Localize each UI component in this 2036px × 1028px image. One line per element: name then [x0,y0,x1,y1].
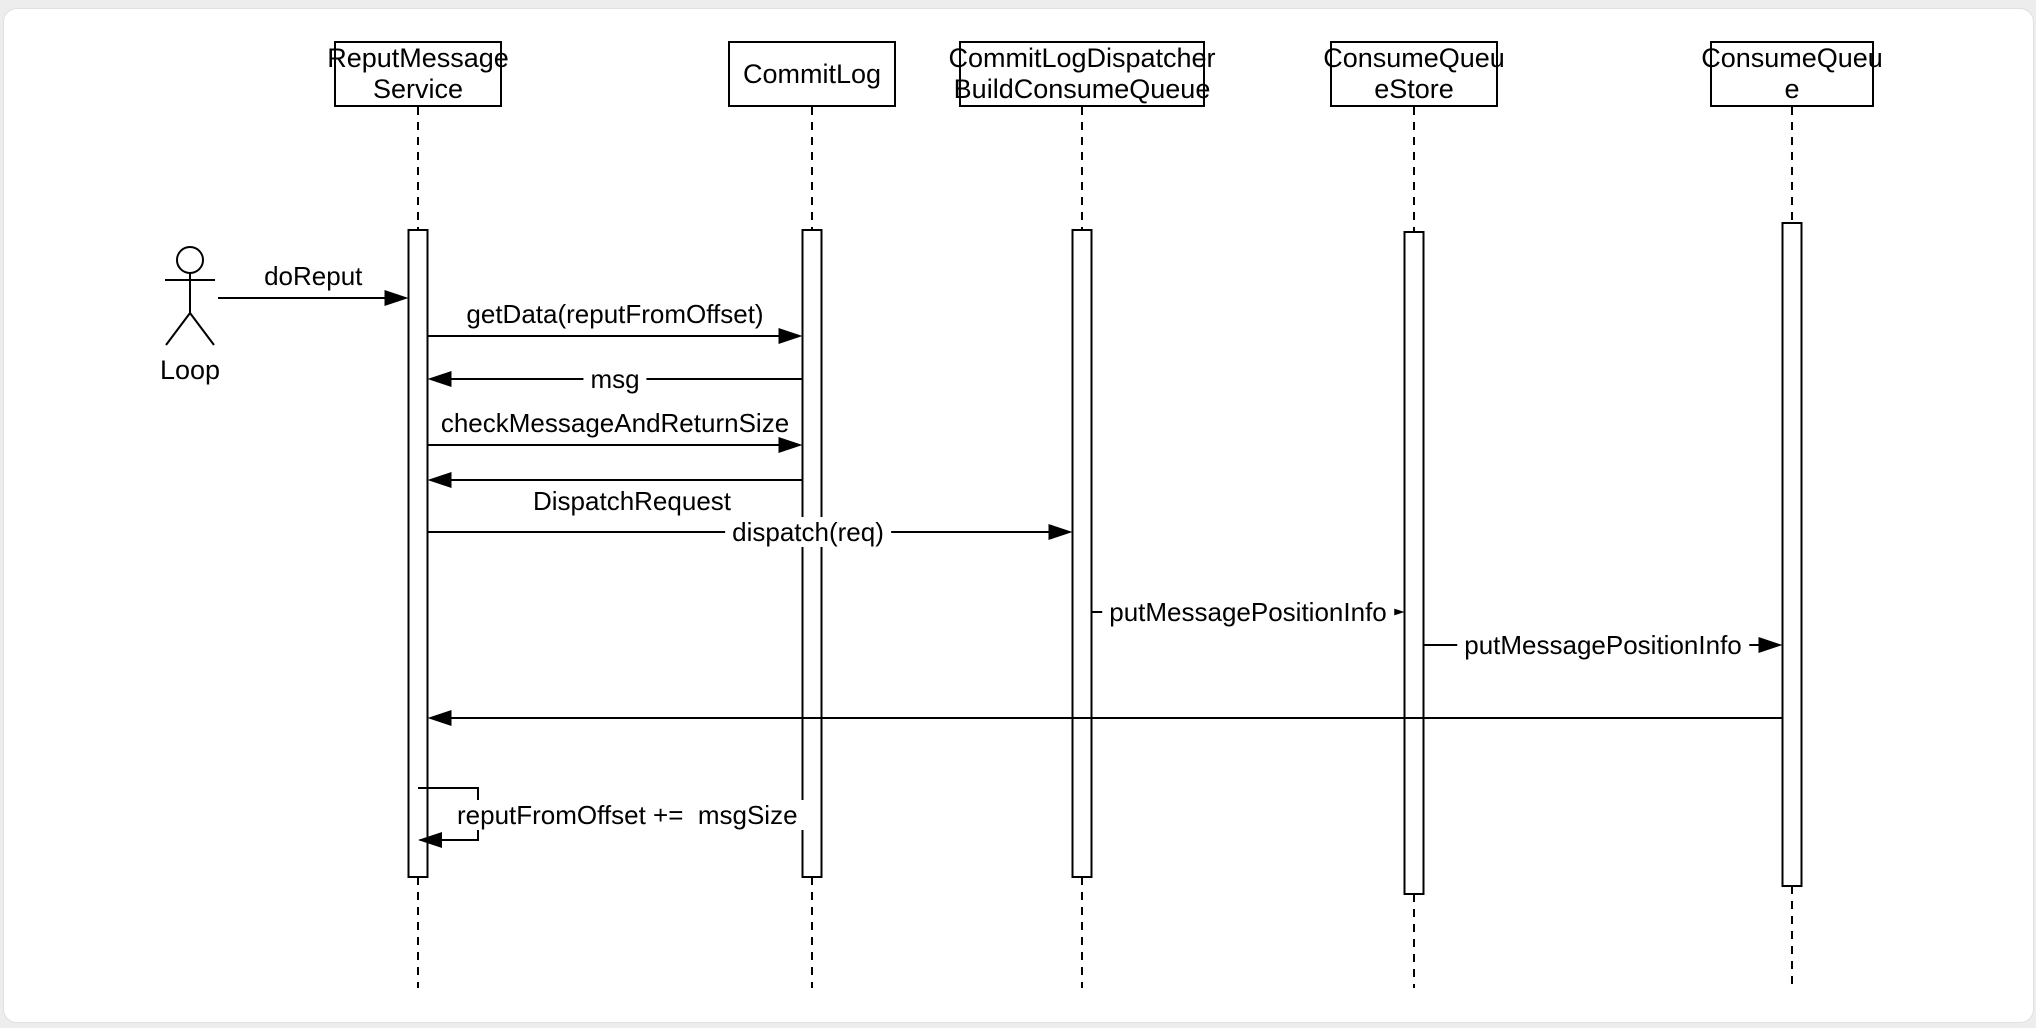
activation-bar-commit-log-dispatcher-build-consume-queue [1071,229,1093,878]
message-putmessagepositioninfo-arrow [1091,604,1405,620]
message-dispatch-req-arrow [427,524,1073,540]
activation-bar-reput-message-service [407,229,429,878]
activation-bar-commit-log [801,229,823,878]
message-checkmessageandreturnsize-arrow [427,437,803,453]
message-return-arrow [427,710,1783,726]
actor-figure [165,246,215,346]
message-msg-arrow [427,371,803,387]
message-putmessagepositioninfo-arrow [1423,637,1783,653]
message-doreput-arrow [218,290,409,306]
diagram-canvas [3,8,2034,1023]
message-getdata-reputfromoffset-arrow [427,328,803,344]
message-dispatchrequest-arrow [427,472,803,488]
activation-bar-consume-queue-store [1403,231,1425,895]
activation-bar-consume-queue [1781,222,1803,887]
